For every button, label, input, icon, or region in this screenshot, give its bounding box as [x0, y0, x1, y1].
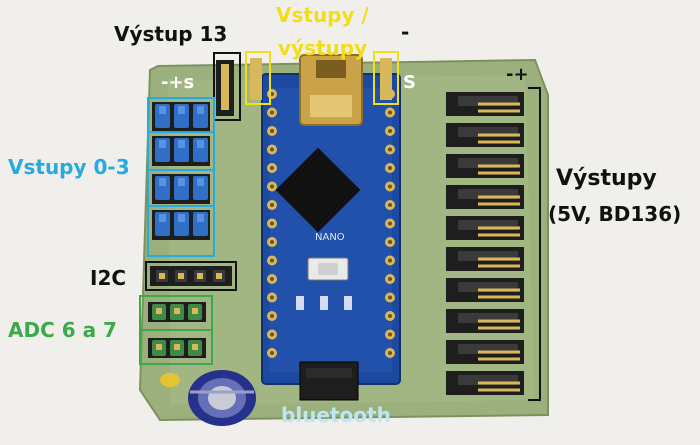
jumper-cap	[193, 212, 208, 236]
label-vystup13: Výstup 13	[114, 22, 228, 46]
i2c-header	[150, 266, 232, 286]
output13-box	[213, 52, 241, 121]
adc-header	[148, 302, 206, 358]
output-headers	[446, 92, 524, 395]
jumper-cap	[155, 104, 170, 128]
jumper-cap	[155, 138, 170, 162]
capacitor	[188, 370, 256, 426]
io-pins-right	[380, 58, 392, 100]
jumper-cap	[174, 176, 189, 200]
atmega-chip	[275, 147, 361, 233]
jumper-cap	[193, 176, 208, 200]
label-vystupy-5v: (5V, BD136)	[548, 202, 682, 226]
output13-header	[216, 60, 234, 116]
outputs-bracket	[528, 87, 541, 401]
bluetooth-header	[299, 361, 359, 401]
label-vstupy03: Vstupy 0-3	[8, 155, 130, 179]
label-vstupy-vystupy-1: Vstupy /	[276, 3, 369, 27]
label-bluetooth: bluetooth	[281, 403, 391, 427]
jumper-cap	[193, 104, 208, 128]
label-s-right: S	[403, 72, 416, 93]
io-right-box	[373, 51, 399, 105]
arduino-nano: NANO	[261, 54, 401, 385]
inputs-box	[147, 97, 215, 257]
label-minus-plus-right: -+	[506, 64, 529, 85]
jumper-cap	[174, 212, 189, 236]
yellow-component	[160, 373, 180, 387]
jumper-cap	[155, 212, 170, 236]
input-jumpers	[152, 102, 210, 240]
label-adc: ADC 6 a 7	[8, 318, 117, 342]
jumper-cap	[155, 176, 170, 200]
jumper-cap	[193, 138, 208, 162]
i2c-box	[145, 261, 237, 291]
io-pins-left	[250, 58, 262, 100]
io-left-box	[245, 51, 271, 105]
label-i2c: I2C	[90, 266, 127, 290]
jumper-cap	[174, 104, 189, 128]
label-minus-top: -	[401, 20, 410, 44]
nano-silkscreen: NANO	[315, 232, 345, 243]
label-vystupy: Výstupy	[556, 166, 657, 191]
label-minus-plus-s: -+s	[161, 72, 195, 93]
label-vstupy-vystupy-2: výstupy	[278, 36, 368, 60]
jumper-cap	[174, 138, 189, 162]
